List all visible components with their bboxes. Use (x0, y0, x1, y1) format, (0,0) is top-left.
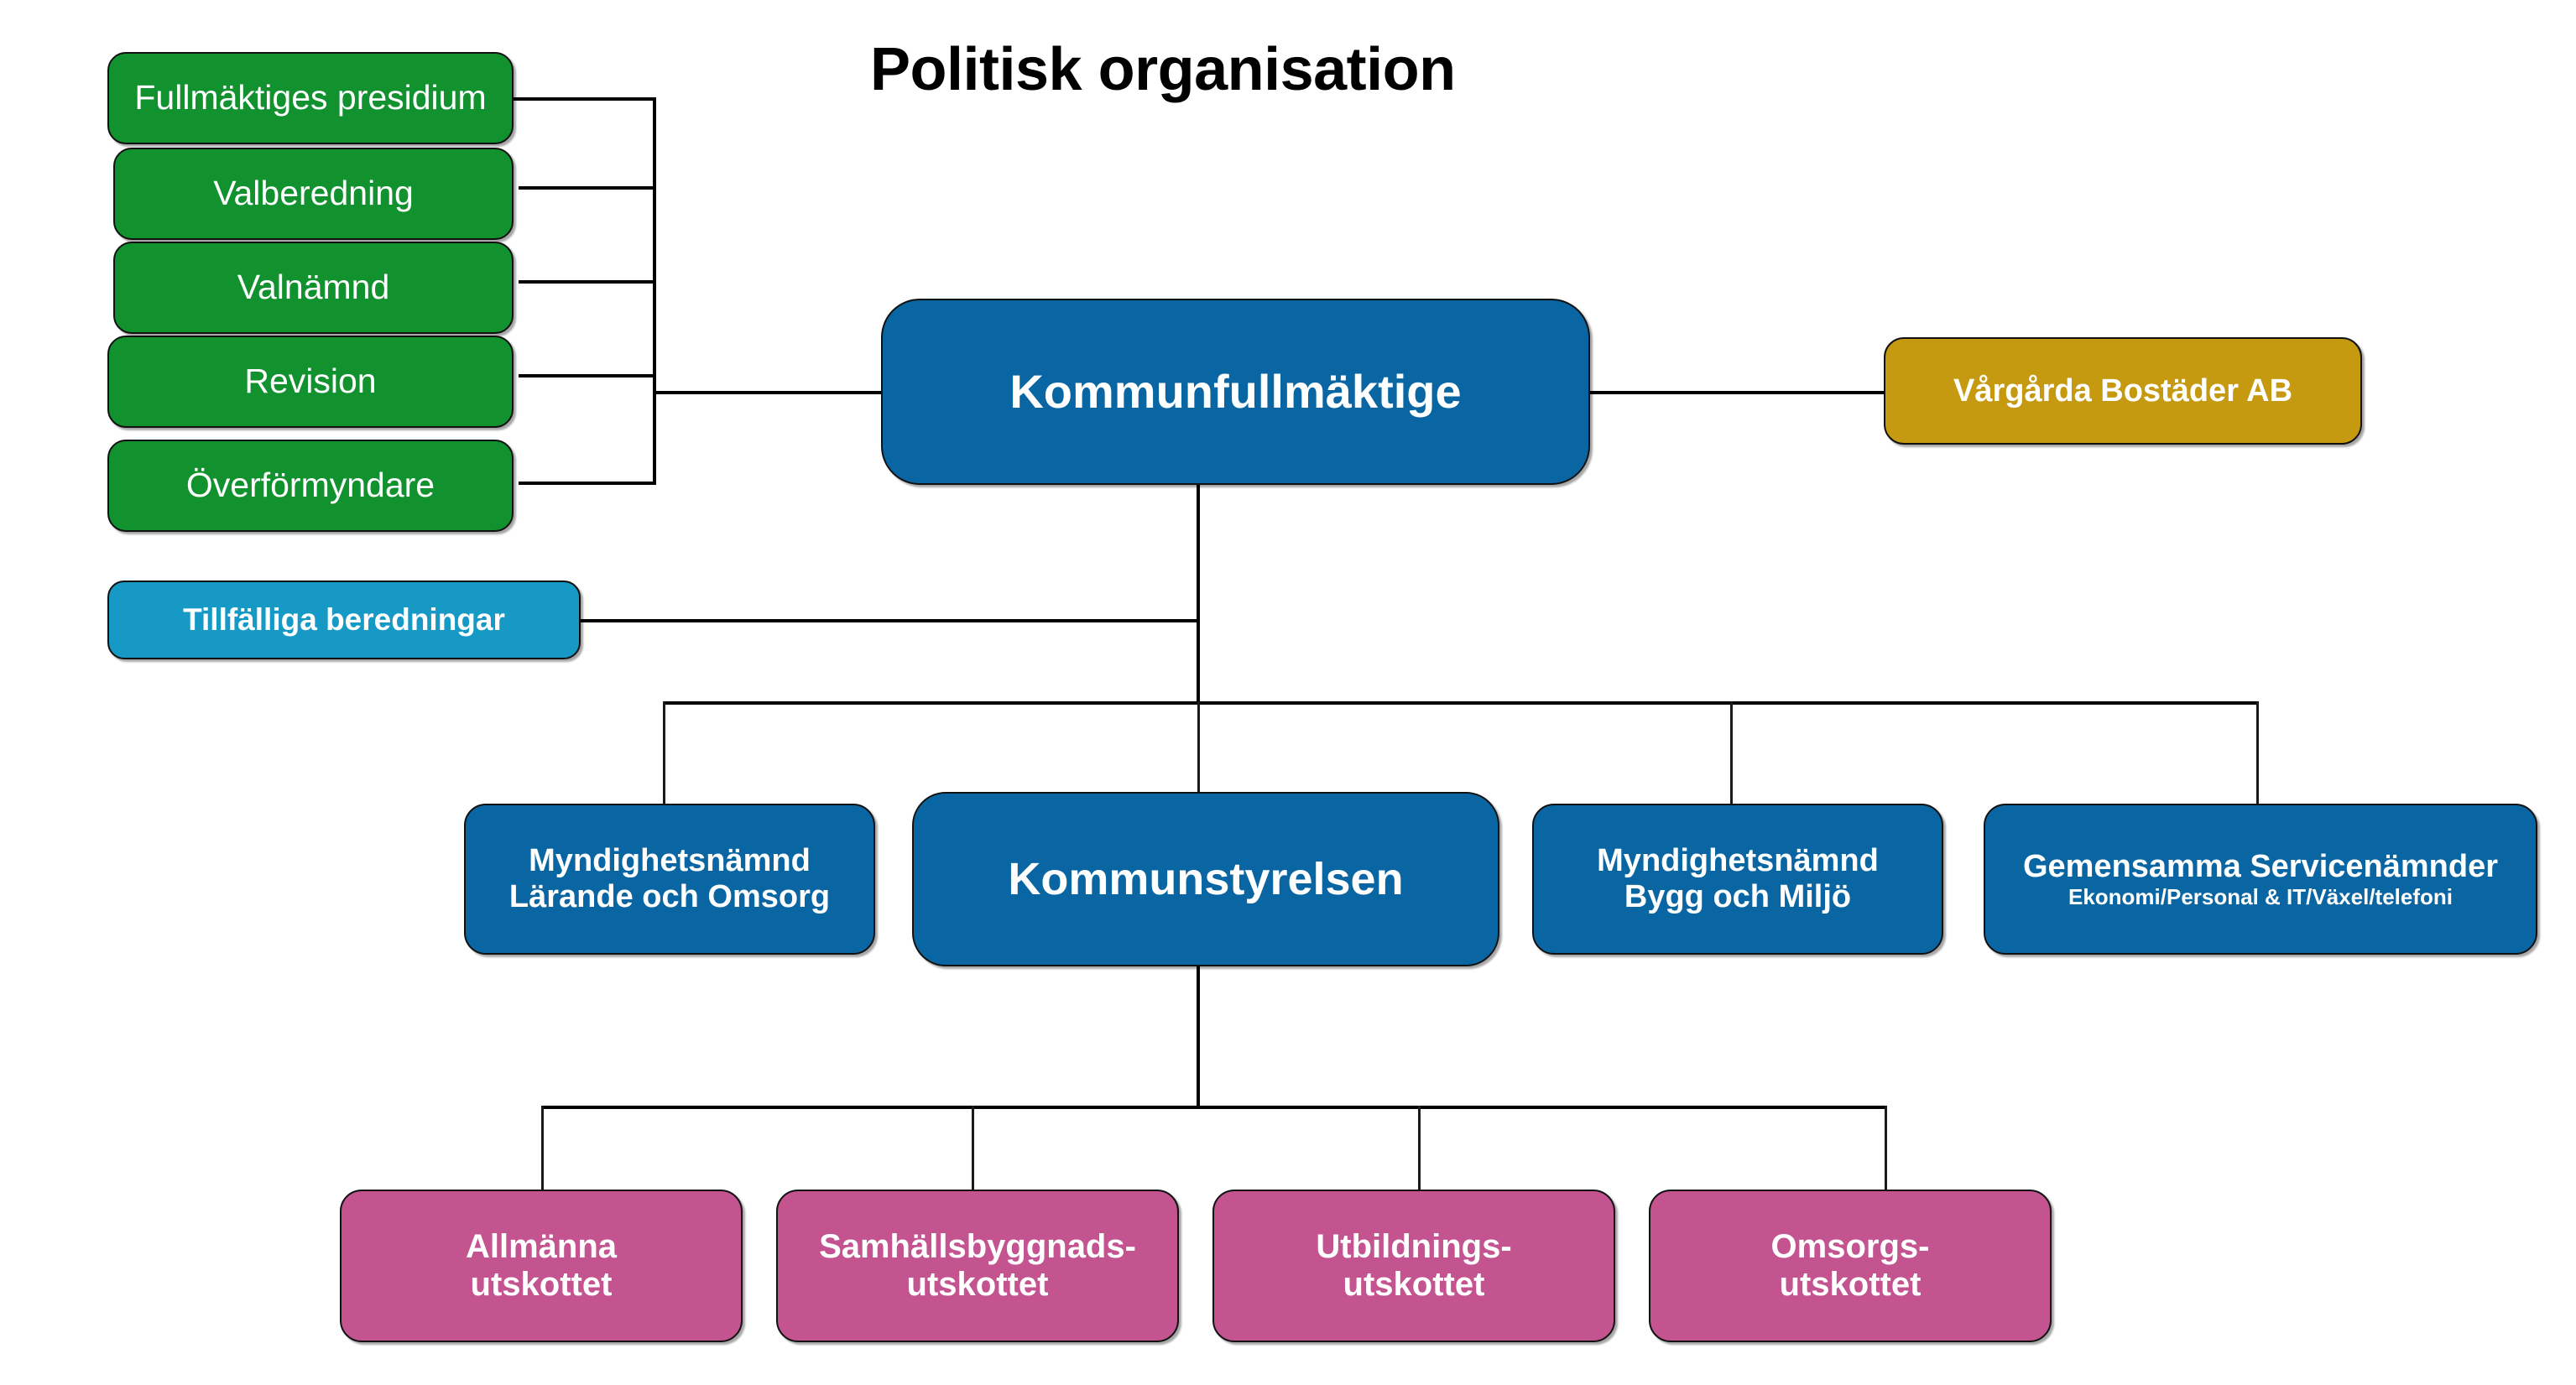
connector-valberedning-stub (519, 186, 656, 190)
node-label: Överförmyndare (185, 466, 435, 505)
connector-drop-omsorgs-utskottet (1885, 1106, 1887, 1191)
connector-drop-utbildnings-utskottet (1418, 1106, 1421, 1191)
connector-tillfalliga-beredningar-to-spine (581, 619, 1198, 622)
node-tillfalliga-beredningar[interactable]: Tillfälliga beredningar (107, 581, 581, 659)
node-label: Kommunstyrelsen (1008, 853, 1404, 904)
page-title: Politisk organisation (870, 36, 1456, 103)
node-label-line2: utskottet (1779, 1266, 1922, 1303)
connector-revision-stub (519, 374, 656, 377)
node-label: Vårgårda Bostäder AB (1953, 372, 2293, 409)
node-allmanna-utskottet[interactable]: Allmänna utskottet (340, 1190, 743, 1342)
node-label: Kommunfullmäktige (1009, 364, 1462, 418)
node-fullmaktiges-presidium[interactable]: Fullmäktiges presidium (107, 52, 514, 144)
node-revision[interactable]: Revision (107, 336, 514, 428)
node-omsorgs-utskottet[interactable]: Omsorgs- utskottet (1649, 1190, 2052, 1342)
connector-kommunfullmaktige-down (1197, 485, 1200, 703)
node-label-line1: Myndighetsnämnd (1597, 843, 1879, 879)
connector-drop-myndighetsnamnd-bygg (1730, 701, 1733, 804)
connector-level2-bus (663, 701, 2259, 705)
connector-advisory-to-kommunfullmaktige (653, 391, 881, 394)
node-label-line2: Bygg och Miljö (1624, 879, 1852, 914)
node-valberedning[interactable]: Valberedning (113, 148, 514, 240)
node-kommunfullmaktige[interactable]: Kommunfullmäktige (881, 299, 1590, 485)
connector-kommunstyrelsen-down (1197, 966, 1200, 1109)
node-myndighetsnamnd-larande-och-omsorg[interactable]: Myndighetsnämnd Lärande och Omsorg (464, 804, 875, 955)
node-label-line1: Utbildnings- (1316, 1228, 1512, 1266)
connector-drop-allmanna-utskottet (541, 1106, 544, 1191)
node-label-line1: Allmänna (465, 1228, 618, 1266)
node-label-line2: utskottet (906, 1266, 1049, 1303)
connector-drop-kommunstyrelsen (1197, 701, 1200, 792)
node-label: Fullmäktiges presidium (134, 78, 487, 117)
connector-overformyndare-stub (519, 482, 656, 485)
node-overformyndare[interactable]: Överförmyndare (107, 440, 514, 532)
connector-level3-bus (541, 1106, 1887, 1109)
connector-kommunfullmaktige-to-vargarda (1590, 391, 1884, 394)
node-label: Valnämnd (237, 268, 390, 307)
node-valnamnd[interactable]: Valnämnd (113, 242, 514, 334)
connector-valnamnd-stub (519, 280, 656, 284)
connector-drop-myndighetsnamnd-larande (663, 701, 665, 804)
node-label-line2: utskottet (470, 1266, 613, 1303)
node-label-line1: Omsorgs- (1770, 1228, 1930, 1266)
node-label-line1: Samhällsbyggnads- (819, 1228, 1136, 1266)
node-label: Revision (244, 362, 377, 401)
connector-drop-samhallsbyggnads-utskottet (972, 1106, 974, 1191)
connector-advisory-spine (653, 97, 656, 485)
node-samhallsbyggnads-utskottet[interactable]: Samhällsbyggnads- utskottet (776, 1190, 1179, 1342)
node-kommunstyrelsen[interactable]: Kommunstyrelsen (912, 792, 1499, 966)
node-label: Valberedning (213, 174, 414, 213)
node-gemensamma-servicenamnder[interactable]: Gemensamma Servicenämnder Ekonomi/Person… (1984, 804, 2537, 955)
node-label-line2: Ekonomi/Personal & IT/Växel/telefoni (2068, 883, 2453, 909)
node-label-line2: utskottet (1343, 1266, 1485, 1303)
node-vargarda-bostader-ab[interactable]: Vårgårda Bostäder AB (1884, 337, 2362, 445)
connector-fullmaktiges-presidium-stub (512, 97, 656, 101)
node-label-line1: Gemensamma Servicenämnder (2022, 849, 2499, 885)
connector-drop-gemensamma-servicenamnder (2256, 701, 2259, 804)
node-label-line2: Lärande och Omsorg (508, 879, 831, 914)
node-utbildnings-utskottet[interactable]: Utbildnings- utskottet (1212, 1190, 1615, 1342)
node-label: Tillfälliga beredningar (183, 602, 505, 638)
node-label-line1: Myndighetsnämnd (529, 843, 811, 879)
node-myndighetsnamnd-bygg-och-miljo[interactable]: Myndighetsnämnd Bygg och Miljö (1532, 804, 1943, 955)
